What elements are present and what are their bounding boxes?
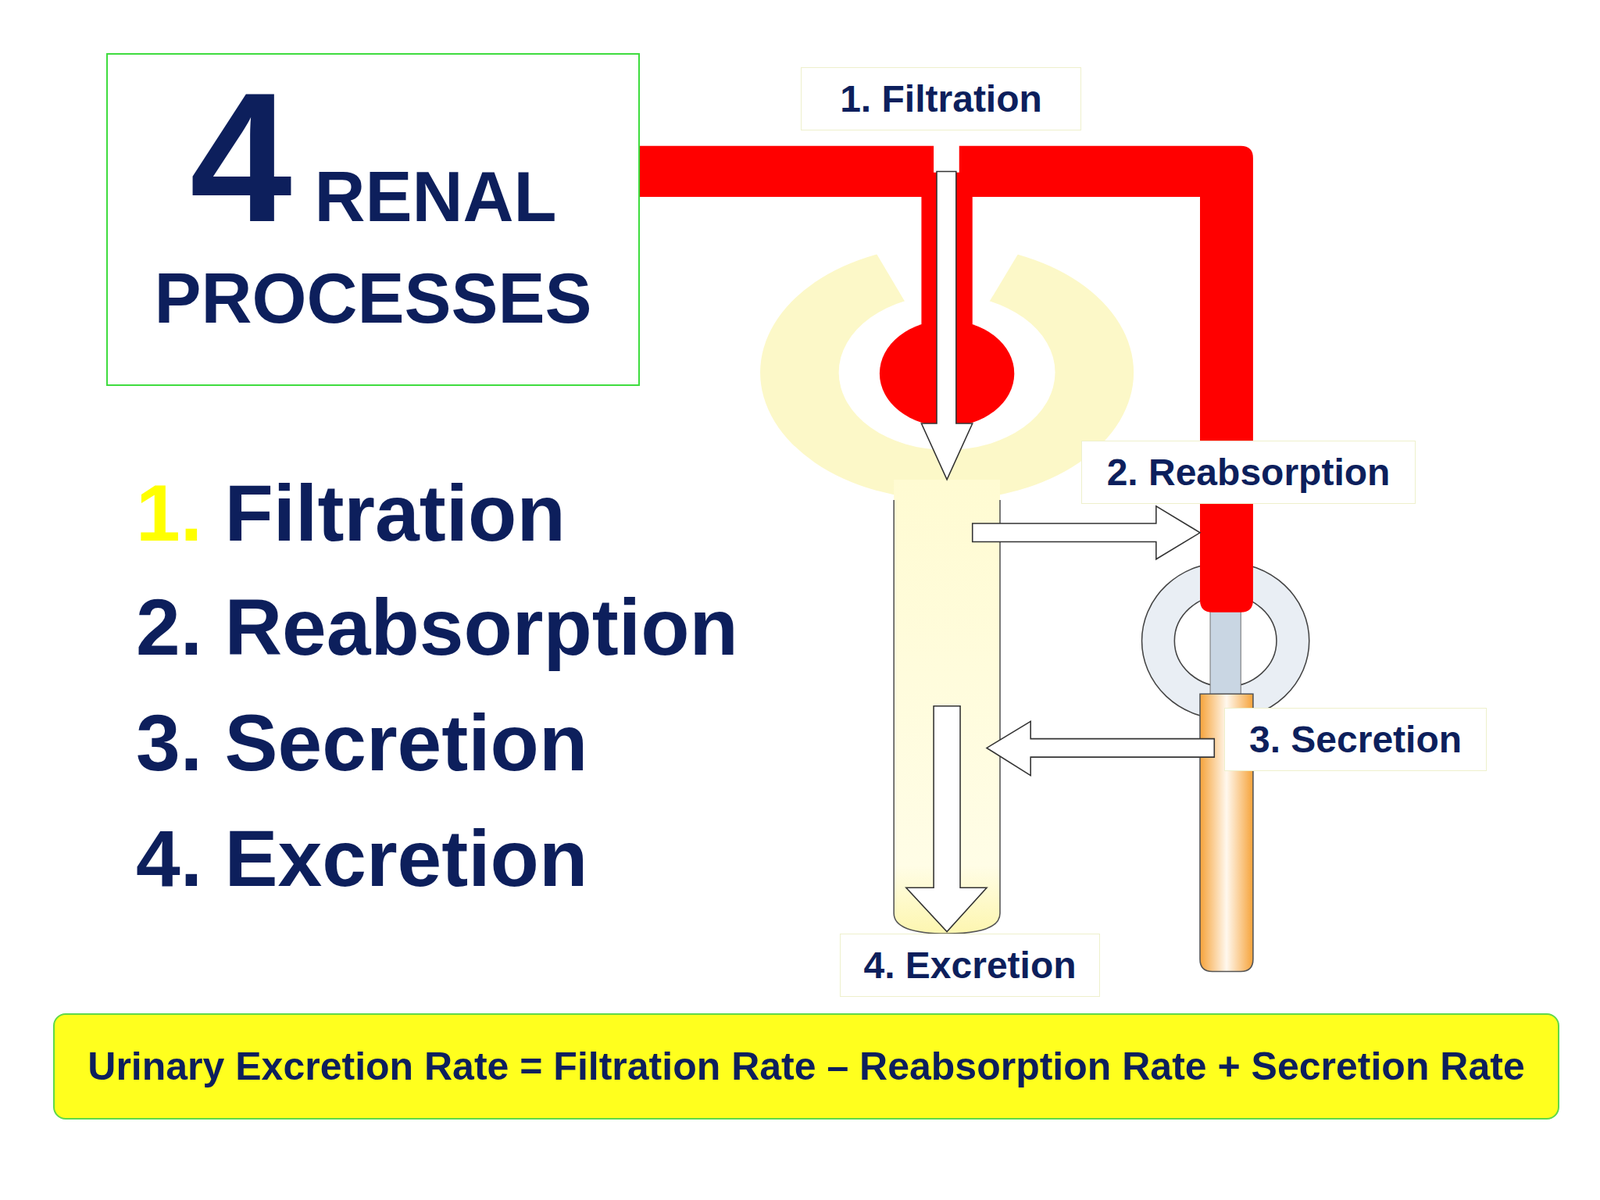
capillary-segment	[1210, 607, 1241, 702]
callout-text: 1. Filtration	[839, 77, 1043, 121]
process-callout: 3. Secretion	[1224, 707, 1487, 772]
process-callout: 2. Reabsorption	[1081, 440, 1416, 504]
arteriole-gap	[933, 143, 960, 173]
formula-text: Urinary Excretion Rate = Filtration Rate…	[87, 1043, 1525, 1090]
filtration-arrow	[921, 171, 972, 479]
arteriole	[586, 146, 1254, 613]
list-item: 2. Reabsorption	[135, 587, 739, 668]
renal-tubule	[893, 479, 1000, 934]
title-number: 4	[189, 65, 293, 250]
list-item: 1. Filtration	[135, 473, 566, 554]
title-text: RENAL PROCESSES	[107, 146, 639, 350]
process-callout: 4. Excretion	[839, 933, 1100, 997]
tubule-outline	[893, 500, 1000, 934]
callout-text: 4. Excretion	[863, 943, 1076, 987]
secretion-arrow	[986, 721, 1215, 775]
reabsorption-arrow	[972, 506, 1200, 560]
formula-band: Urinary Excretion Rate = Filtration Rate…	[53, 1013, 1560, 1120]
list-item: 4. Excretion	[135, 818, 588, 899]
title-box: 4RENAL PROCESSES	[106, 53, 640, 386]
callout-text: 2. Reabsorption	[1107, 450, 1391, 494]
process-callout: 1. Filtration	[800, 67, 1082, 131]
callout-text: 3. Secretion	[1249, 717, 1462, 761]
excretion-arrow	[906, 706, 987, 933]
list-item: 3. Secretion	[135, 703, 588, 783]
